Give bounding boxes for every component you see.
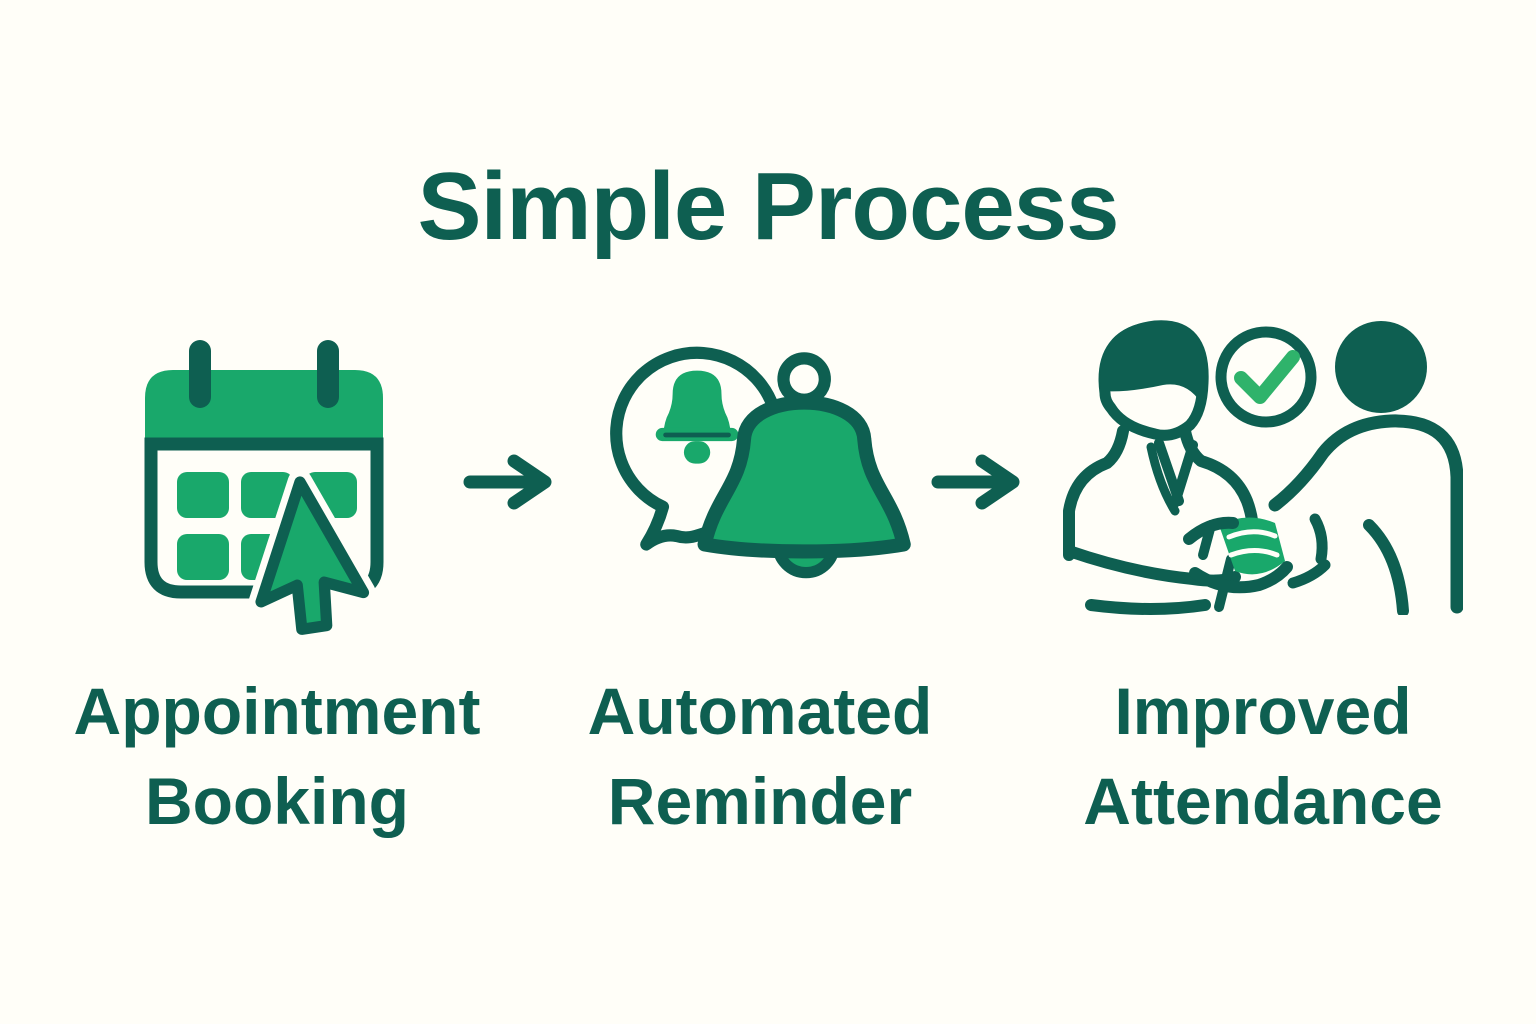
bell-icon	[697, 352, 911, 579]
step-label: Improved Attendance	[1083, 674, 1443, 838]
right-person	[1268, 321, 1463, 615]
step-3-icon-area	[1023, 295, 1503, 667]
step-2-icon-area	[520, 295, 1000, 667]
cursor-icon	[248, 469, 376, 642]
step-appointment-booking: Appointment Booking	[37, 295, 517, 847]
step-1-icon-area	[37, 295, 517, 667]
arrow-right-icon	[463, 454, 552, 510]
hair	[1100, 320, 1206, 403]
handshake-check-icon	[1063, 320, 1463, 615]
step-label: Automated Reminder	[587, 674, 933, 838]
small-bell-icon	[655, 370, 739, 464]
check-circle-icon	[1215, 326, 1317, 428]
page-title: Simple Process	[417, 153, 1119, 261]
calendar-click-icon	[144, 340, 384, 642]
step-improved-attendance: Improved Attendance	[1023, 295, 1503, 847]
step-label: Appointment Booking	[73, 674, 481, 838]
notification-bell-icon	[610, 346, 911, 579]
arrow-right-icon	[931, 454, 1020, 510]
handshake-hands	[1183, 516, 1293, 594]
step-automated-reminder: Automated Reminder	[520, 295, 1000, 847]
